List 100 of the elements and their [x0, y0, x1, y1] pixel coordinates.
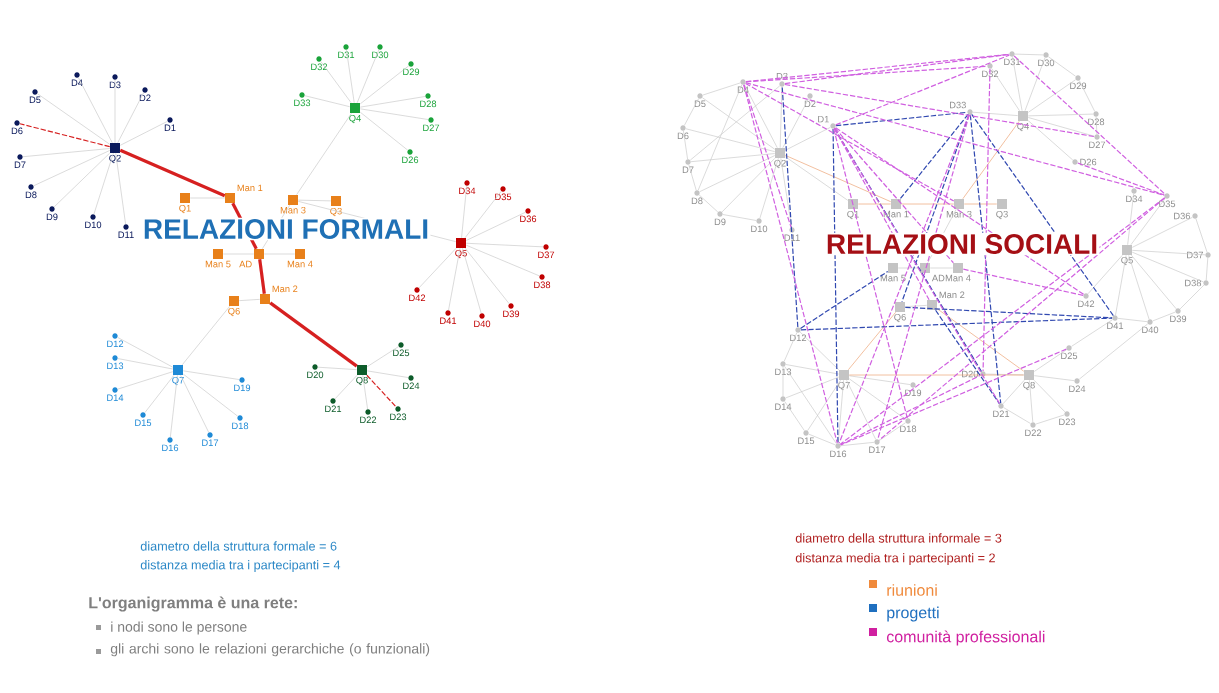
connector-line [356, 49, 380, 104]
connector-line [699, 155, 776, 193]
heading-text: L'organigramma è una rete: [89, 596, 297, 612]
legend-entry: comunità professionali [869, 628, 1045, 646]
connector-line [982, 68, 991, 372]
connector-line [362, 374, 368, 410]
connector-line [857, 203, 892, 205]
connector-line [840, 374, 981, 446]
connector-line [848, 378, 906, 420]
connector-line [759, 157, 779, 219]
connector-line [181, 305, 231, 366]
connector-line [1195, 218, 1208, 253]
connector-line [461, 185, 468, 239]
connector-line [1128, 254, 1150, 320]
connector-line [688, 164, 697, 191]
connector-line [1033, 379, 1066, 413]
connector-line [1131, 250, 1206, 256]
connector-line [366, 370, 409, 378]
connector-line [807, 379, 841, 431]
connector-line [119, 148, 226, 198]
legend-entry: riunioni [869, 580, 937, 596]
connector-line [785, 376, 840, 399]
connector-line [834, 127, 954, 264]
connector-line [1003, 407, 1031, 424]
connector-line [808, 433, 836, 446]
connector-line [840, 348, 1067, 446]
connector-line [1027, 117, 1095, 137]
connector-line [1024, 57, 1046, 112]
connector-line [53, 152, 111, 208]
connector-line [1131, 251, 1204, 283]
connector-line [464, 191, 502, 239]
connector-line [784, 127, 831, 151]
connector-line [296, 112, 352, 196]
connector-line [840, 441, 875, 447]
connector-line [900, 203, 955, 205]
summary-text: diametro della struttura informale = 3 [795, 533, 1002, 543]
connector-line [963, 203, 998, 205]
connector-line [238, 299, 261, 301]
connector-line [1131, 254, 1177, 310]
connector-line [744, 84, 778, 149]
connector-line [848, 311, 896, 371]
connector-line [359, 108, 429, 120]
connector-line [366, 374, 397, 408]
connector-line [1013, 55, 1166, 195]
connector-line [304, 95, 351, 108]
connector-line [1205, 257, 1209, 281]
connector-line [1078, 323, 1149, 380]
connector-line [785, 364, 840, 375]
bullet-text: i nodi sono le persone [111, 621, 247, 635]
connector-line [1027, 79, 1076, 113]
connector-line [897, 267, 921, 269]
connector-line [115, 152, 126, 225]
connector-line [846, 379, 877, 440]
connector-line [180, 374, 210, 433]
connector-line [320, 61, 352, 104]
legend-entry: progetti [869, 604, 939, 622]
connector-line [702, 82, 741, 96]
connector-line [1127, 193, 1134, 246]
connector-line [1079, 80, 1096, 112]
connector-line [721, 157, 776, 213]
connector-line [743, 84, 792, 228]
connector-line [182, 373, 239, 417]
connector-line [1035, 414, 1065, 425]
summary-text: distanza media tra i partecipanti = 2 [795, 553, 995, 565]
connector-line [690, 153, 776, 163]
connector-line [1027, 113, 1094, 117]
connector-line [117, 358, 174, 370]
connector-line [1131, 217, 1193, 248]
connector-line [745, 65, 988, 83]
connector-line [119, 121, 168, 146]
connector-line [800, 317, 1113, 331]
connector-line [745, 82, 1165, 196]
connector-line [1029, 379, 1034, 423]
connector-line [1077, 162, 1165, 196]
connector-line [359, 96, 426, 108]
connector-line [702, 97, 776, 150]
connector-line [359, 65, 410, 105]
connector-line [448, 247, 461, 311]
connector-line [833, 128, 908, 419]
connector-line [19, 123, 111, 148]
connector-line [465, 242, 544, 248]
connector-line [1033, 375, 1075, 381]
connector-line [784, 53, 1010, 85]
summary-text: distanza media tra i partecipanti = 4 [140, 560, 341, 572]
connector-line [1027, 120, 1074, 161]
connector-line [962, 120, 1020, 200]
connector-line [879, 422, 906, 441]
connector-line [904, 306, 1113, 319]
connector-line [359, 111, 409, 151]
connector-line [784, 366, 837, 444]
connector-line [418, 247, 457, 289]
connector-line [697, 84, 743, 191]
connector-line [971, 113, 1114, 317]
connector-line [935, 309, 1000, 405]
connector-line [462, 247, 482, 314]
connector-line [838, 114, 970, 444]
summary-text: diametro della struttura formale = 6 [140, 541, 337, 551]
connector-line [33, 150, 111, 187]
connector-line [182, 370, 240, 380]
connector-line [877, 114, 970, 440]
